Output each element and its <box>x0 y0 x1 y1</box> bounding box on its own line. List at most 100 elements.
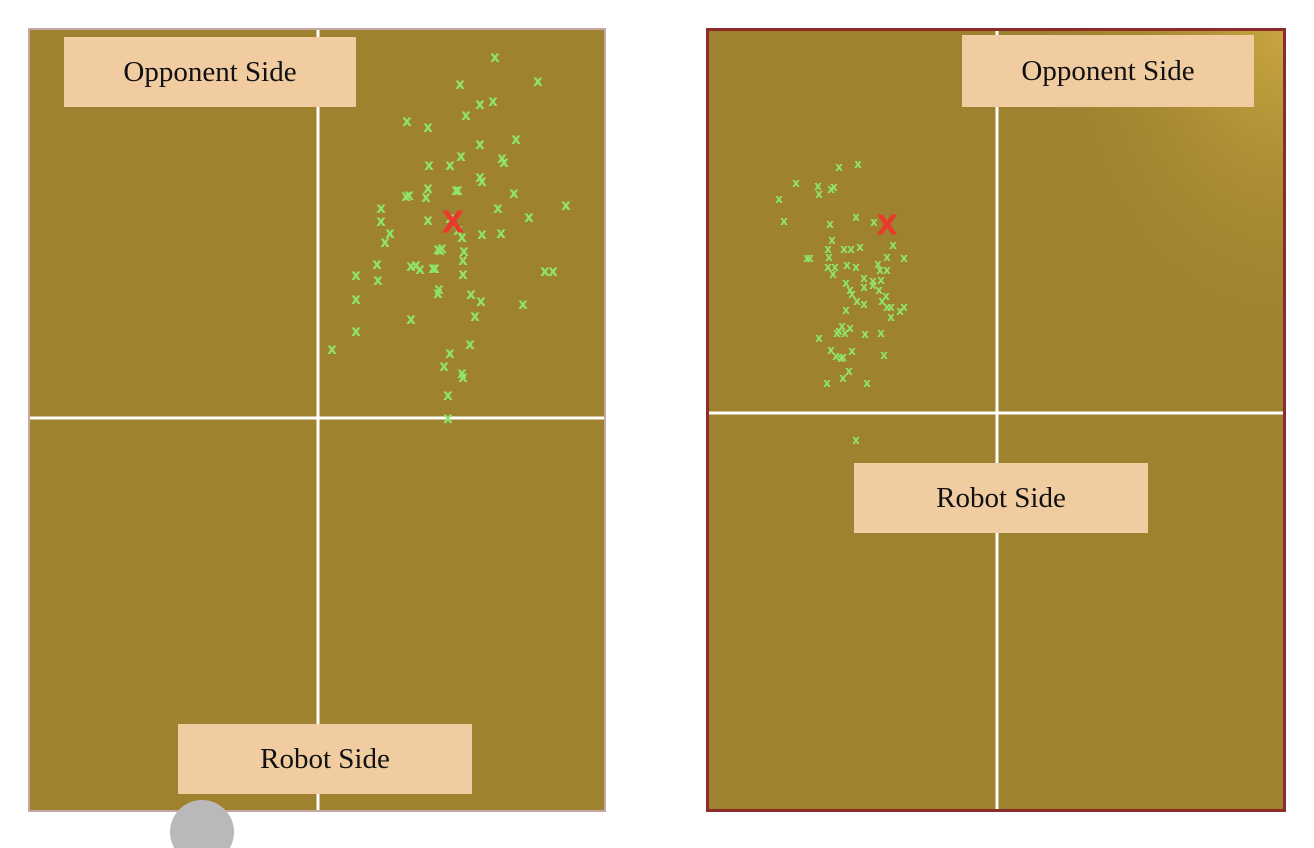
hit-marker: x <box>843 258 851 272</box>
hit-marker: x <box>823 376 831 390</box>
hit-marker: x <box>877 326 885 340</box>
hit-marker: x <box>445 156 455 174</box>
hit-marker: x <box>385 224 395 242</box>
hit-marker: x <box>477 225 487 243</box>
hit-marker: x <box>461 106 471 124</box>
hit-marker: x <box>852 210 860 224</box>
hit-marker: x <box>900 300 908 314</box>
hit-marker: x <box>457 228 467 246</box>
hit-marker: x <box>406 257 416 275</box>
hit-marker: x <box>853 294 861 308</box>
hit-marker: x <box>842 303 850 317</box>
hit-marker: x <box>815 187 823 201</box>
target-marker: X <box>441 206 464 241</box>
hit-marker: x <box>457 364 467 382</box>
hit-marker: x <box>780 214 788 228</box>
hit-marker: x <box>863 376 871 390</box>
hit-marker: x <box>856 240 864 254</box>
hit-marker: x <box>380 233 390 251</box>
hit-marker: x <box>854 157 862 171</box>
hit-marker: x <box>443 386 453 404</box>
hit-marker: x <box>839 371 847 385</box>
hit-marker: x <box>883 300 891 314</box>
hit-marker: x <box>490 48 500 66</box>
hit-marker: x <box>845 364 853 378</box>
hit-marker: x <box>404 186 414 204</box>
hit-marker: x <box>445 344 455 362</box>
hit-marker: x <box>848 344 856 358</box>
hit-marker: x <box>833 326 841 340</box>
hit-marker: x <box>456 147 466 165</box>
hit-marker: x <box>825 250 833 264</box>
hit-marker: x <box>900 251 908 265</box>
hit-marker: x <box>424 156 434 174</box>
hit-marker: x <box>493 199 503 217</box>
hit-marker: x <box>831 260 839 274</box>
hit-marker: x <box>518 295 528 313</box>
hit-marker: x <box>533 72 543 90</box>
hit-marker: x <box>406 310 416 328</box>
hit-marker: x <box>372 255 382 273</box>
hit-marker: x <box>433 240 443 258</box>
hit-marker: x <box>459 242 469 260</box>
hit-marker: x <box>827 343 835 357</box>
hit-marker: x <box>826 217 834 231</box>
hit-marker: x <box>835 324 843 338</box>
hit-marker: x <box>824 260 832 274</box>
hit-marker: x <box>428 259 438 277</box>
hit-marker: x <box>496 224 506 242</box>
hit-marker: x <box>415 260 425 278</box>
hit-marker: x <box>435 241 445 259</box>
hit-marker: x <box>839 350 847 364</box>
hit-marker: x <box>842 276 850 290</box>
hit-marker: x <box>421 188 431 206</box>
hit-marker: x <box>828 233 836 247</box>
robot-dome <box>170 800 234 848</box>
hit-marker: x <box>540 262 550 280</box>
hit-marker: x <box>870 215 878 229</box>
hit-marker: x <box>883 263 891 277</box>
hit-marker: x <box>430 259 440 277</box>
hit-marker: x <box>439 357 449 375</box>
hit-marker: x <box>475 95 485 113</box>
hit-marker: x <box>775 192 783 206</box>
hit-marker: x <box>889 238 897 252</box>
hit-marker: x <box>887 310 895 324</box>
hit-marker: x <box>351 322 361 340</box>
hit-marker: x <box>511 130 521 148</box>
hit-marker: x <box>852 260 860 274</box>
hit-marker: x <box>524 208 534 226</box>
hit-marker: x <box>376 199 386 217</box>
hit-marker: x <box>561 196 571 214</box>
hit-marker: x <box>846 283 854 297</box>
hit-marker: x <box>835 160 843 174</box>
hit-marker: x <box>458 251 468 269</box>
left-robot-side-label: Robot Side <box>178 724 472 794</box>
hit-marker: x <box>803 251 811 265</box>
target-marker: X <box>876 209 898 242</box>
hit-marker: x <box>475 168 485 186</box>
hit-marker: x <box>351 266 361 284</box>
hit-marker: x <box>877 273 885 287</box>
hit-marker: x <box>824 242 832 256</box>
hit-marker: x <box>401 187 411 205</box>
hit-marker: x <box>882 289 890 303</box>
hit-marker: x <box>876 263 884 277</box>
hit-marker: x <box>453 181 463 199</box>
hit-marker: x <box>327 340 337 358</box>
hit-marker: x <box>497 149 507 167</box>
hit-marker: x <box>423 118 433 136</box>
hit-marker: x <box>869 274 877 288</box>
hit-marker: x <box>423 179 433 197</box>
hit-marker: x <box>453 221 463 239</box>
hit-marker: x <box>455 75 465 93</box>
hit-marker: x <box>830 180 838 194</box>
hit-marker: x <box>466 285 476 303</box>
hit-marker: x <box>402 112 412 130</box>
hit-marker: x <box>433 284 443 302</box>
hit-marker: x <box>376 212 386 230</box>
hit-marker: x <box>838 319 846 333</box>
